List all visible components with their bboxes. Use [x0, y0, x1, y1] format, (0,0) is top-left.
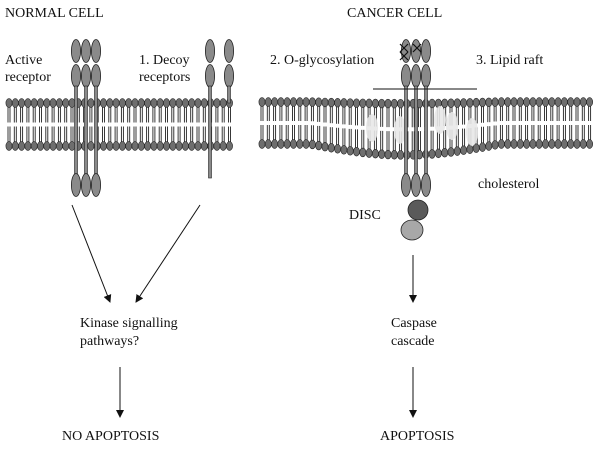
death-receptor-cancer — [400, 39, 431, 197]
receptor-domain — [400, 173, 411, 197]
receptor-domain — [204, 39, 215, 63]
receptor-stalk — [424, 85, 428, 176]
receptor-domain — [81, 39, 92, 63]
arrow-active-to-kinase — [71, 204, 112, 303]
lipid-raft-label: 3. Lipid raft — [476, 53, 544, 68]
cholesterol-patch — [434, 106, 446, 134]
disc-label: DISC — [349, 208, 381, 223]
active-receptor-label-line2: receptor — [5, 70, 51, 85]
normal-cell-title: NORMAL CELL — [5, 6, 104, 21]
kinase-label-line2: pathways? — [80, 334, 140, 349]
glycosylation-mark — [412, 43, 422, 53]
o-glycosylation-label: 2. O-glycosylation — [270, 53, 375, 68]
receptor-domain — [400, 64, 411, 88]
receptor-domain — [91, 39, 102, 63]
receptor-stalk — [74, 85, 78, 176]
cholesterol-patch — [446, 112, 458, 140]
receptor-domain — [91, 64, 102, 88]
receptor-stalk — [404, 85, 408, 176]
receptor-stalk — [84, 85, 88, 176]
receptor-domain — [71, 64, 82, 88]
cholesterol-patch — [366, 114, 378, 142]
cholesterol-label: cholesterol — [478, 177, 540, 192]
receptor-domain — [420, 39, 431, 63]
decoy-receptors — [204, 39, 234, 179]
receptor-domain — [71, 173, 82, 197]
cancer-cell-title: CANCER CELL — [347, 6, 443, 21]
decoy-receptors-label-line2: receptors — [139, 70, 191, 85]
arrow-decoy-to-kinase — [135, 204, 201, 303]
no-apoptosis-label: NO APOPTOSIS — [62, 429, 160, 444]
arrows — [71, 88, 477, 418]
receptor-stalk — [414, 85, 418, 176]
receptor-domain — [410, 173, 421, 197]
cholesterol-patch — [466, 118, 478, 146]
caspase-label-line1: Caspase — [391, 316, 437, 331]
receptor-domain — [91, 173, 102, 197]
active-receptor — [71, 39, 102, 197]
receptor-domain — [400, 39, 411, 63]
receptor-stalk — [208, 85, 212, 179]
receptor-stalk — [227, 85, 231, 104]
cholesterol-patch — [394, 116, 406, 144]
receptor-domain — [410, 64, 421, 88]
normal-cell-membrane — [5, 98, 233, 151]
active-receptor-label-line1: Active — [5, 53, 43, 68]
disc-dark-component — [407, 199, 429, 221]
glycosylation-mark — [399, 51, 409, 61]
receptor-domain — [223, 39, 234, 63]
decoy-receptors-label-line1: 1. Decoy — [139, 53, 190, 68]
glycosylation-mark — [399, 43, 409, 53]
receptor-domain — [420, 173, 431, 197]
caspase-label-line2: cascade — [391, 334, 435, 349]
cholesterol-patches — [366, 106, 478, 146]
receptor-domain — [204, 64, 215, 88]
kinase-label-line1: Kinase signalling — [80, 316, 178, 331]
apoptosis-label: APOPTOSIS — [380, 429, 455, 444]
receptor-stalk — [94, 85, 98, 176]
receptor-domain — [81, 64, 92, 88]
receptor-domain — [71, 39, 82, 63]
receptor-domain — [81, 173, 92, 197]
disc-light-component — [400, 219, 424, 241]
o-glycosylation-marks — [399, 43, 422, 61]
receptor-domain — [420, 64, 431, 88]
receptor-domain — [223, 64, 234, 88]
receptors — [71, 39, 431, 241]
